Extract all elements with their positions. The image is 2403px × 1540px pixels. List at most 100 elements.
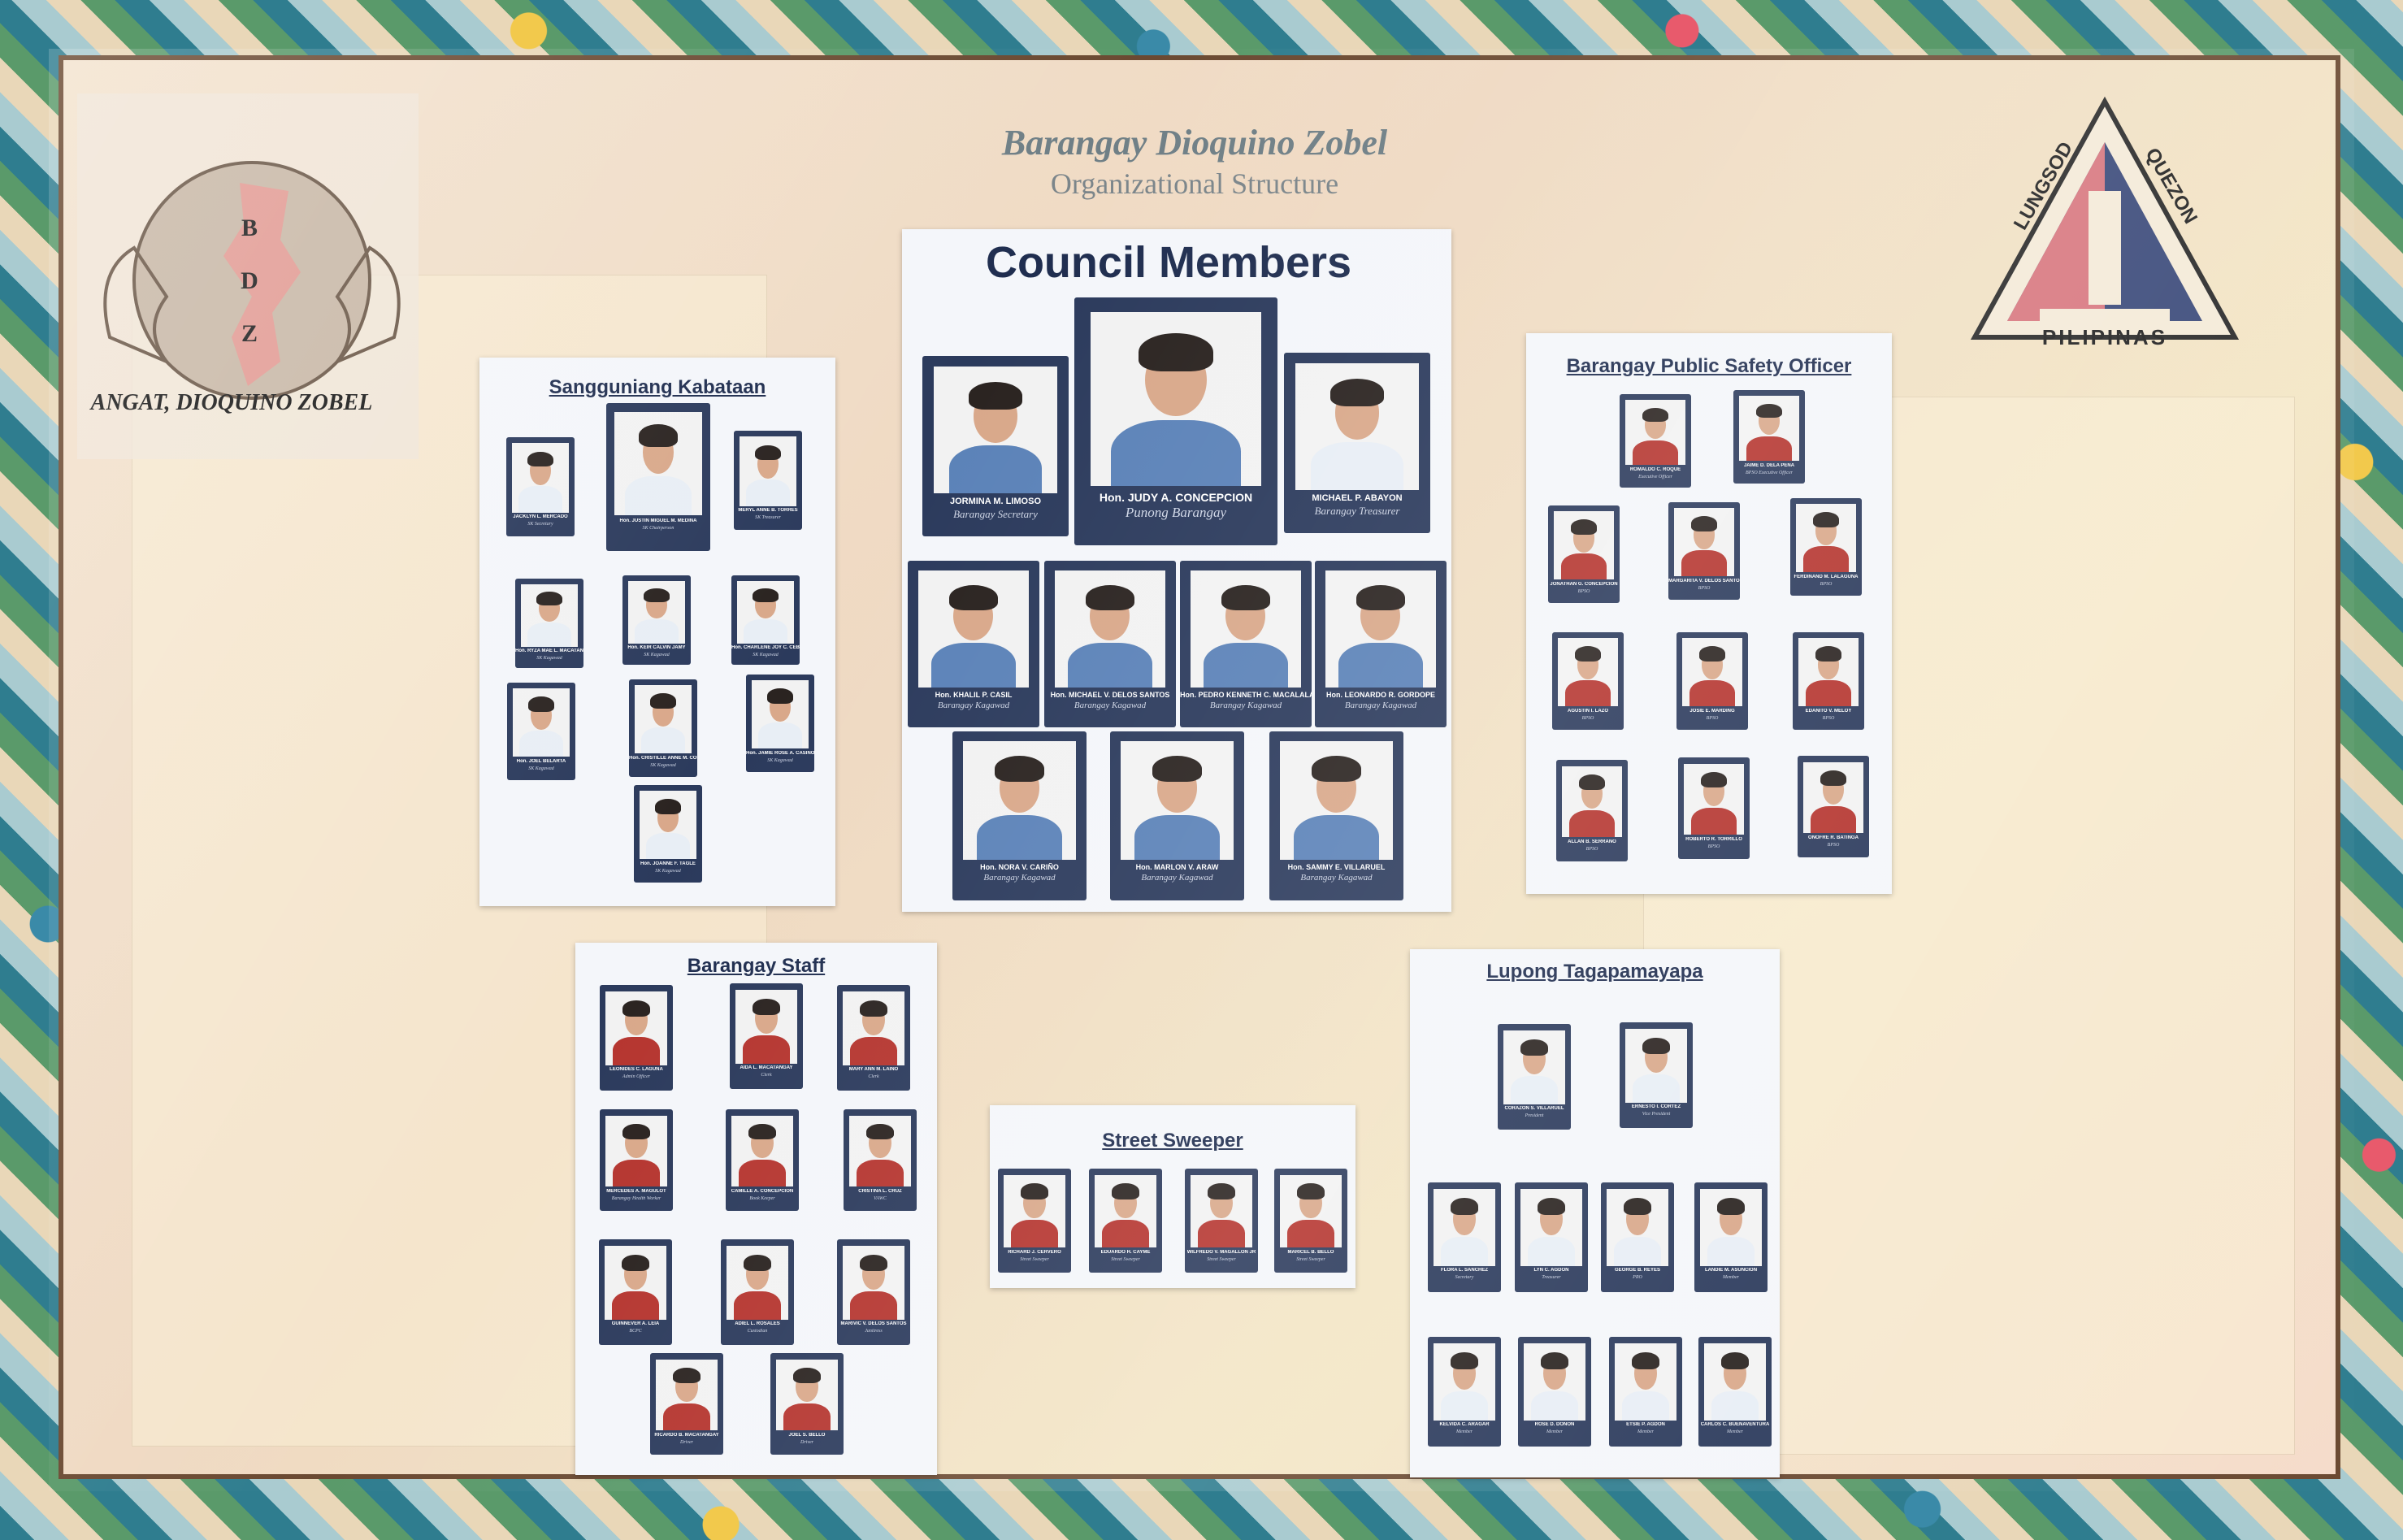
- member-name: MARIVIC V. DELOS SANTOS: [840, 1321, 907, 1327]
- member-photo: [843, 991, 904, 1065]
- seal-text-bottom: PILIPINAS: [2041, 325, 2168, 349]
- council-title: Council Members: [985, 238, 1352, 287]
- member-card: Hon. JUSTIN MIGUEL M. MEDINA SK Chairpers…: [606, 403, 710, 551]
- member-name: RICARDO B. MACATANGAY: [654, 1432, 719, 1438]
- member-name: CRISTINA L. CRUZ: [858, 1188, 902, 1194]
- member-card: ADIEL L. ROSALES Custodian: [721, 1239, 794, 1345]
- member-role: SK Kagawad: [528, 766, 554, 771]
- member-role: BPSO: [1698, 585, 1711, 591]
- member-photo: [1558, 638, 1618, 707]
- member-name: EDANITO V. MELOY: [1805, 708, 1852, 714]
- member-name: Hon. JOEL BELARTA: [516, 758, 566, 764]
- member-name: MARGARITA V. DELOS SANTOS: [1668, 578, 1740, 583]
- bdz-motto: ANGAT, DIOQUINO ZOBEL: [90, 390, 373, 415]
- member-role: Barangay Kagawad: [983, 873, 1056, 883]
- member-photo: [1524, 1343, 1585, 1421]
- member-name: KELVIDA C. ARAGAR: [1439, 1422, 1490, 1428]
- member-role: Driver: [680, 1439, 693, 1445]
- member-role: Admin Officer: [622, 1074, 651, 1080]
- member-name: Hon. KHALIL P. CASIL: [935, 690, 1013, 699]
- member-role: Barangay Kagawad: [937, 700, 1010, 710]
- member-photo: [963, 741, 1076, 861]
- member-photo: [739, 436, 797, 506]
- member-name: ROBERTO R. TORRILLO: [1685, 836, 1742, 842]
- member-card: Hon. JOEL BELARTA SK Kagawad: [507, 683, 575, 780]
- member-name: FLORA L. SANCHEZ: [1440, 1268, 1489, 1273]
- member-name: WILFREDO V. MAGALLON JR: [1186, 1249, 1256, 1255]
- member-name: CAMILLE A. CONCEPCION: [731, 1188, 794, 1194]
- bdz-letter: Z: [241, 320, 258, 347]
- member-role: Street Sweeper: [1111, 1256, 1140, 1262]
- member-photo: [1004, 1174, 1065, 1248]
- member-name: Hon. LEONARDO R. GORDOPE: [1325, 690, 1435, 699]
- member-name: Hon. SAMMY E. VILLARUEL: [1287, 863, 1386, 872]
- member-name: Hon. JUSTIN MIGUEL M. MEDINA: [619, 518, 697, 523]
- member-photo: [512, 688, 570, 757]
- header-title: Barangay Dioquino Zobel: [1001, 123, 1388, 163]
- member-name: GUINNEVER A. LEIA: [611, 1321, 660, 1327]
- member-photo: [751, 680, 809, 749]
- member-name: Hon. MICHAEL V. DELOS SANTOS: [1050, 690, 1170, 699]
- member-role: Book Keeper: [749, 1195, 775, 1201]
- member-name: JORMINA M. LIMOSO: [949, 497, 1042, 507]
- member-photo: [1121, 741, 1234, 861]
- member-name: LEONIDES C. LAGUNA: [609, 1067, 663, 1073]
- member-name: Hon. RYZA MAE L. MACATANGAY: [515, 648, 583, 653]
- member-role: SK Kagawad: [655, 868, 681, 874]
- member-role: BPSO: [1707, 844, 1720, 849]
- member-photo: [1434, 1189, 1495, 1266]
- member-name: Hon. MARLON V. ARAW: [1135, 863, 1219, 872]
- sk-title: Sangguniang Kabataan: [549, 376, 766, 398]
- member-role: Clerk: [868, 1074, 879, 1080]
- member-name: MERCEDES A. MAGULOT: [606, 1188, 666, 1194]
- member-photo: [735, 989, 797, 1064]
- member-role: SK Kagawad: [536, 655, 562, 661]
- member-role: SK Chairperson: [642, 525, 674, 531]
- member-role: SK Secretary: [527, 522, 553, 527]
- member-name: GEORGE B. REYES: [1614, 1268, 1660, 1273]
- member-name: Hon. NORA V. CARIÑO: [980, 863, 1059, 872]
- member-role: BPSO: [1820, 581, 1833, 587]
- member-name: CARLOS C. BUENAVENTURA: [1700, 1422, 1770, 1428]
- member-role: Janitress: [865, 1329, 883, 1334]
- member-name: ERNESTO I. CORTEZ: [1631, 1104, 1681, 1110]
- member-photo: [1520, 1189, 1582, 1266]
- member-photo: [1191, 1174, 1252, 1248]
- member-photo: [1190, 570, 1302, 688]
- member-role: Member: [1637, 1429, 1654, 1435]
- member-role: SK Kagawad: [753, 652, 779, 657]
- member-photo: [1625, 399, 1685, 466]
- member-photo: [605, 1245, 666, 1320]
- member-name: ADIEL L. ROSALES: [735, 1321, 780, 1327]
- member-photo: [656, 1359, 718, 1430]
- member-role: Clerk: [761, 1073, 772, 1078]
- member-card: ROBERTO R. TORRILLO BPSO: [1678, 757, 1750, 859]
- member-role: Barangay Kagawad: [1074, 700, 1147, 710]
- member-role: Member: [1727, 1429, 1743, 1435]
- member-name: ALLAN B. SERRANO: [1568, 839, 1616, 844]
- member-role: Barangay Secretary: [953, 508, 1038, 521]
- member-photo: [1700, 1189, 1762, 1266]
- member-role: SK Treasurer: [755, 515, 781, 521]
- member-role: Treasurer: [1542, 1275, 1561, 1281]
- member-role: Barangay Health Worker: [611, 1195, 661, 1201]
- member-role: Custodian: [747, 1329, 768, 1334]
